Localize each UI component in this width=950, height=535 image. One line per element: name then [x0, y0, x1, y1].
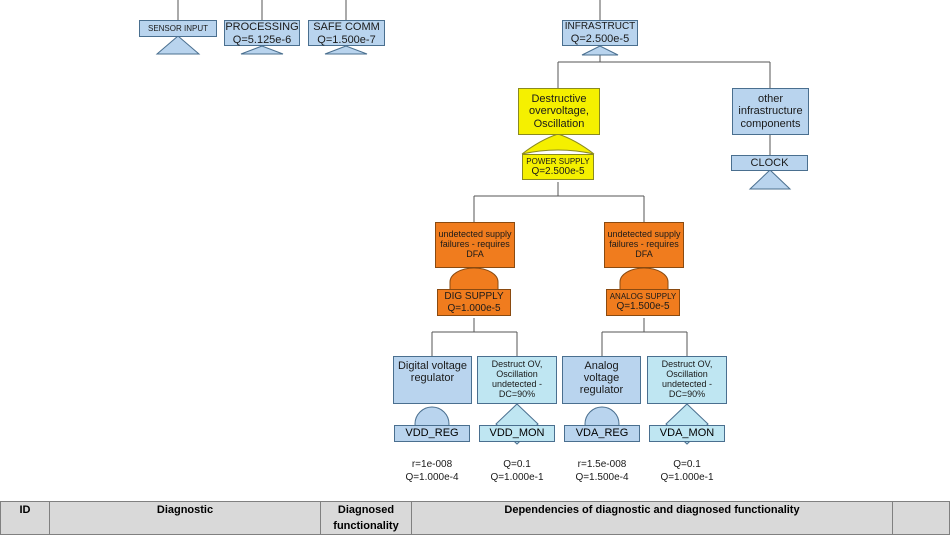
gate-probability: Q=5.125e-6 [232, 33, 292, 46]
event-undetected-ana[interactable]: undetected supply failures - requires DF… [604, 222, 684, 268]
gate-label: POWER SUPPLY [526, 157, 590, 166]
col-header-dependencies: Dependencies of diagnostic and diagnosed… [411, 501, 893, 535]
diagnostics-table: ID Diagnostic Diagnosed functionality De… [0, 501, 950, 535]
gate-probability: Q=1.500e-5 [616, 301, 670, 313]
basic-event-vda-reg[interactable]: VDA_REG [564, 425, 640, 442]
col-header-id: ID [0, 501, 50, 535]
gate-clock[interactable]: CLOCK [731, 155, 808, 171]
transfer-triangle-safecomm [324, 45, 368, 55]
col-header-diagnostic: Diagnostic [49, 501, 321, 535]
table-header-row: ID Diagnostic Diagnosed functionality De… [0, 501, 950, 535]
and-gate-ana [619, 267, 669, 291]
basic-event-vdd-reg[interactable]: VDD_REG [394, 425, 470, 442]
leaf-desc-vdd-mon[interactable]: Destruct OV, Oscillation undetected - DC… [477, 356, 557, 404]
col-header-extra [892, 501, 950, 535]
gate-label: PROCESSING [225, 21, 299, 33]
event-destructive-overvoltage[interactable]: Destructive overvoltage, Oscillation [518, 88, 600, 135]
gate-analog-supply[interactable]: ANALOG SUPPLY Q=1.500e-5 [606, 289, 680, 316]
leaf-desc-vda-mon[interactable]: Destruct OV, Oscillation undetected - DC… [647, 356, 727, 404]
gate-label: DIG SUPPLY [444, 291, 504, 302]
transfer-triangle-sensor [155, 35, 201, 55]
col-header-diagnosed-functionality: Diagnosed functionality [320, 501, 412, 535]
gate-label: INFRASTRUCT [564, 21, 636, 32]
event-other-infrastructure[interactable]: other infrastructure components [732, 88, 809, 135]
gate-power-supply[interactable]: POWER SUPPLY Q=2.500e-5 [522, 154, 594, 180]
gate-label: SAFE COMM [313, 21, 380, 33]
gate-probability: Q=2.500e-5 [570, 32, 630, 45]
gate-probability: Q=2.500e-5 [531, 166, 585, 178]
gate-probability: Q=1.000e-5 [447, 302, 501, 314]
gate-dig-supply[interactable]: DIG SUPPLY Q=1.000e-5 [437, 289, 511, 316]
leaf-desc-vdd-reg[interactable]: Digital voltage regulator [393, 356, 472, 404]
basic-event-vda-mon[interactable]: VDA_MON [649, 425, 725, 442]
gate-label: ANALOG SUPPLY [609, 292, 677, 301]
gate-probability: Q=1.500e-7 [317, 33, 376, 46]
gate-processing[interactable]: PROCESSING Q=5.125e-6 [224, 20, 300, 46]
transfer-triangle-infrastruct [581, 46, 619, 56]
leaf-desc-vda-reg[interactable]: Analog voltage regulator [562, 356, 641, 404]
event-undetected-dig[interactable]: undetected supply failures - requires DF… [435, 222, 515, 268]
transfer-triangle-processing [240, 45, 284, 55]
transfer-triangle-clock [748, 169, 792, 190]
and-gate-dig [449, 267, 499, 291]
or-gate-power-supply [521, 133, 595, 155]
gate-infrastruct[interactable]: INFRASTRUCT Q=2.500e-5 [562, 20, 638, 46]
gate-sensor-input[interactable]: SENSOR INPUT [139, 20, 217, 37]
gate-safe-comm[interactable]: SAFE COMM Q=1.500e-7 [308, 20, 385, 46]
basic-event-vdd-mon[interactable]: VDD_MON [479, 425, 555, 442]
gate-label: SENSOR INPUT [147, 24, 208, 33]
